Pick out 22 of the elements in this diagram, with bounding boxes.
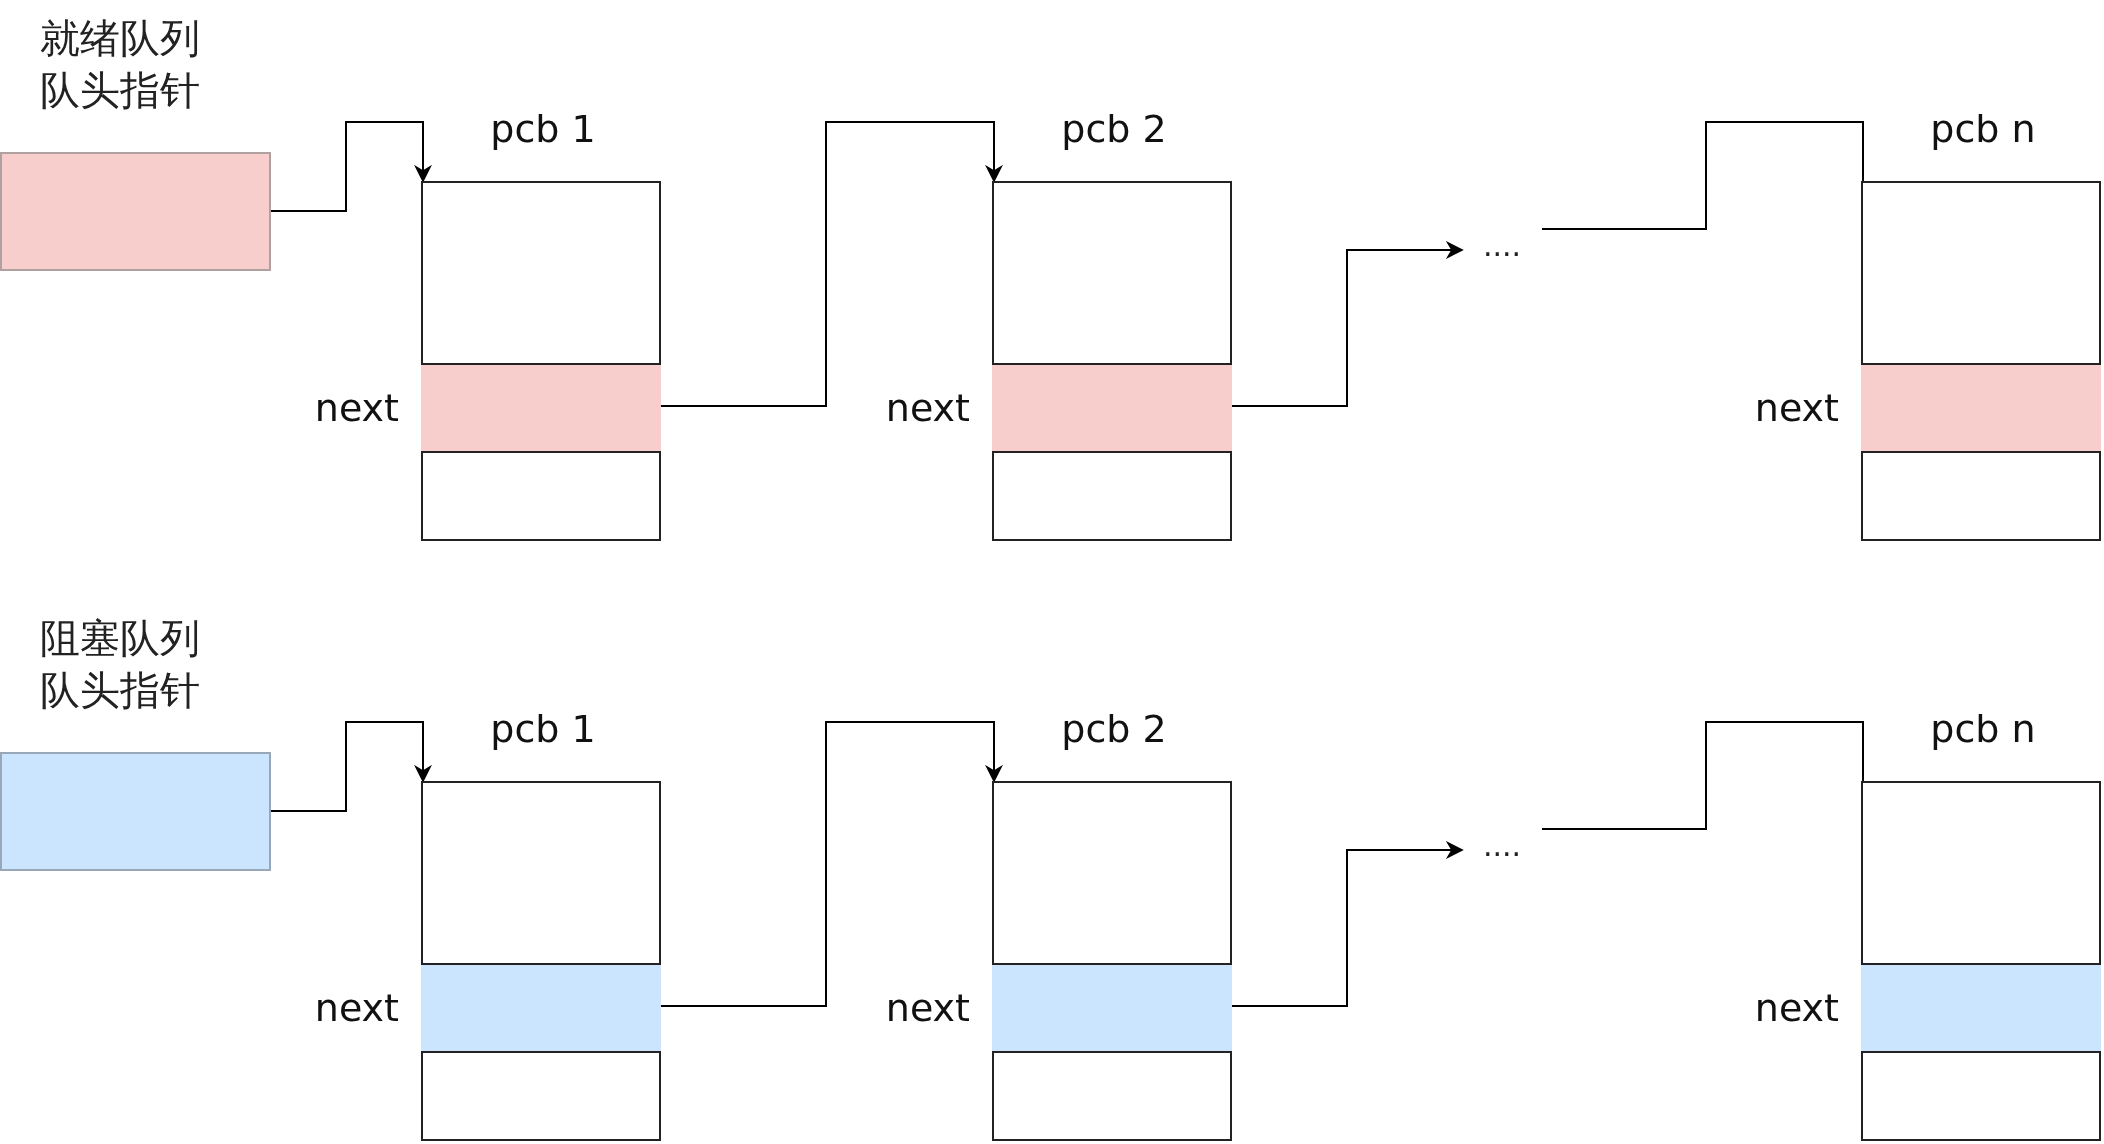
field-label: next [1754, 986, 1839, 1030]
queue-title: 阻塞队列队头指针 [40, 614, 201, 715]
field-label: next [1754, 386, 1839, 430]
ellipsis-text: .... [1462, 824, 1542, 868]
pcb-title: pcb 1 [489, 707, 597, 751]
field-label: next [885, 986, 970, 1030]
pcb-title: pcb 2 [1060, 707, 1168, 751]
arrow [660, 721, 1003, 1007]
arrow [270, 721, 432, 812]
arrow [1231, 841, 1464, 1007]
arrow [660, 121, 1003, 407]
field-label: next [885, 386, 970, 430]
pcb-title: pcb 1 [489, 107, 597, 151]
field-label: next [314, 986, 399, 1030]
field-label: next [314, 386, 399, 430]
ellipsis-text: .... [1462, 224, 1542, 268]
queue-title: 就绪队列队头指针 [40, 14, 201, 115]
pcb-title: pcb n [1929, 107, 2037, 151]
pcb-title: pcb n [1929, 707, 2037, 751]
arrow [270, 121, 432, 212]
pcb-title: pcb 2 [1060, 107, 1168, 151]
arrow [1231, 241, 1464, 407]
